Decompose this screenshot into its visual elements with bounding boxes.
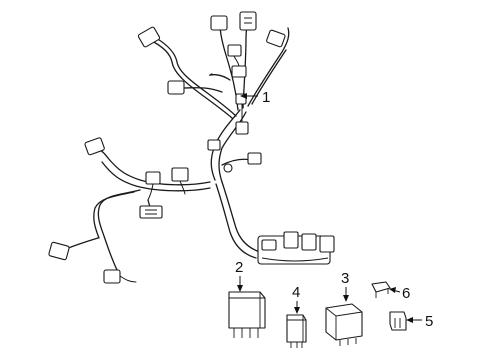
wiring-harness — [48, 11, 335, 284]
harness-branch-top-right — [247, 27, 290, 107]
connector-top-left — [137, 26, 161, 48]
connector-block-tab — [261, 239, 277, 251]
connector-trunk-mid — [235, 121, 249, 135]
relay-socket-c — [319, 235, 335, 253]
connector-mid-top-a — [227, 44, 242, 57]
harness-branch-upper-left — [181, 87, 223, 93]
harness-branch-top-left — [149, 39, 233, 119]
fuse-part-5 — [389, 311, 407, 331]
connector-bottom-left — [103, 269, 121, 284]
connector-center-a — [207, 139, 221, 151]
callout-label-4: 4 — [292, 284, 300, 301]
relay-connector-block — [257, 231, 335, 265]
callout-1: 1 — [240, 89, 270, 106]
callout-4: 4 — [292, 284, 300, 314]
connector-upper-left — [167, 80, 185, 95]
callout-5: 5 — [406, 313, 433, 330]
relay-socket-a — [283, 231, 299, 249]
connector-top-a — [210, 15, 228, 31]
relay-part-3 — [325, 303, 363, 346]
connector-left-far — [84, 137, 105, 156]
relay-socket-b — [301, 233, 317, 251]
connector-mid-top-b — [231, 65, 247, 78]
harness-branch-lower-left — [97, 189, 141, 273]
callout-3: 3 — [341, 270, 349, 302]
connector-center-left-a — [145, 171, 161, 185]
harness-branch-lower-right — [221, 181, 261, 253]
connector-center-lower — [139, 205, 163, 219]
grommet-center — [223, 163, 233, 173]
connector-center-right — [247, 152, 262, 165]
callout-label-5: 5 — [425, 313, 433, 330]
harness-branch-top — [219, 23, 239, 111]
connector-lower-left — [48, 241, 70, 261]
connector-top-b — [239, 11, 257, 31]
connector-center-left-b — [171, 167, 189, 182]
connector-top-right — [266, 29, 286, 48]
callout-label-3: 3 — [341, 270, 349, 287]
callout-label-2: 2 — [235, 259, 243, 276]
callout-6: 6 — [389, 285, 410, 302]
relay-part-4 — [286, 314, 307, 348]
fuse-part-6 — [371, 281, 391, 298]
callout-label-6: 6 — [402, 285, 410, 302]
callout-2: 2 — [235, 259, 243, 292]
callout-label-1: 1 — [262, 89, 270, 106]
relay-part-2 — [228, 291, 266, 338]
